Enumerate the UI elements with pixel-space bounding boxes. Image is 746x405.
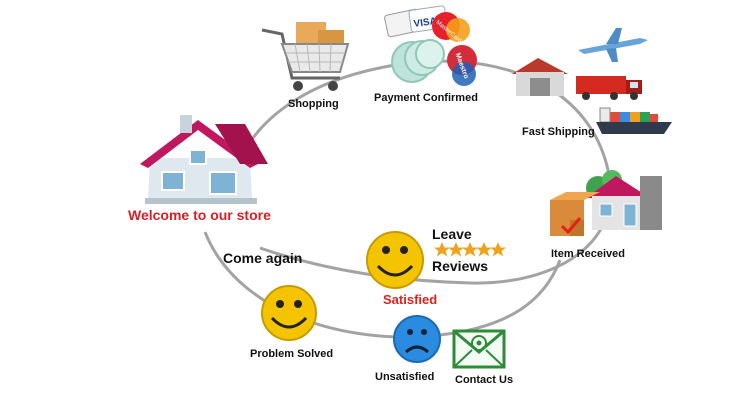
reviews-label: Reviews: [432, 258, 489, 274]
coins-icon: [391, 39, 445, 83]
review-star-5: [490, 242, 506, 257]
problem-solved-label: Problem Solved: [250, 348, 334, 360]
contact-us-label: Contact Us: [455, 374, 514, 386]
sad-face-icon: [393, 315, 441, 363]
payment-cards-icon: VISA MasterCard Maestro: [384, 5, 477, 86]
airplane-icon: [578, 28, 648, 62]
item-received-label: Item Received: [551, 248, 625, 260]
review-star-3: [462, 242, 478, 257]
review-star-4: [476, 242, 492, 257]
fast-shipping-label: Fast Shipping: [522, 126, 595, 138]
welcome-label: Welcome to our store: [128, 207, 271, 223]
smiley-face-icon: [261, 285, 317, 341]
house-icon: [140, 115, 268, 204]
unsatisfied-label: Unsatisfied: [375, 371, 435, 383]
leave-label: Leave: [432, 226, 472, 242]
shopping-label: Shopping: [288, 98, 339, 110]
shopping-cart-icon: [261, 22, 350, 91]
come-again-label: Come again: [223, 250, 303, 266]
visa-logo-text: VISA: [413, 16, 438, 30]
satisfied-label: Satisfied: [383, 292, 438, 307]
house-with-box-icon: [550, 170, 662, 236]
review-stars: [434, 242, 506, 257]
warehouse-icon: [512, 58, 568, 96]
review-star-1: [434, 242, 450, 257]
smiley-face-icon: [366, 231, 424, 289]
email-icon: [452, 329, 506, 369]
payment-confirmed-label: Payment Confirmed: [374, 92, 478, 104]
cargo-ship-icon: [596, 107, 672, 134]
review-star-2: [448, 242, 464, 257]
truck-icon: [576, 76, 642, 100]
